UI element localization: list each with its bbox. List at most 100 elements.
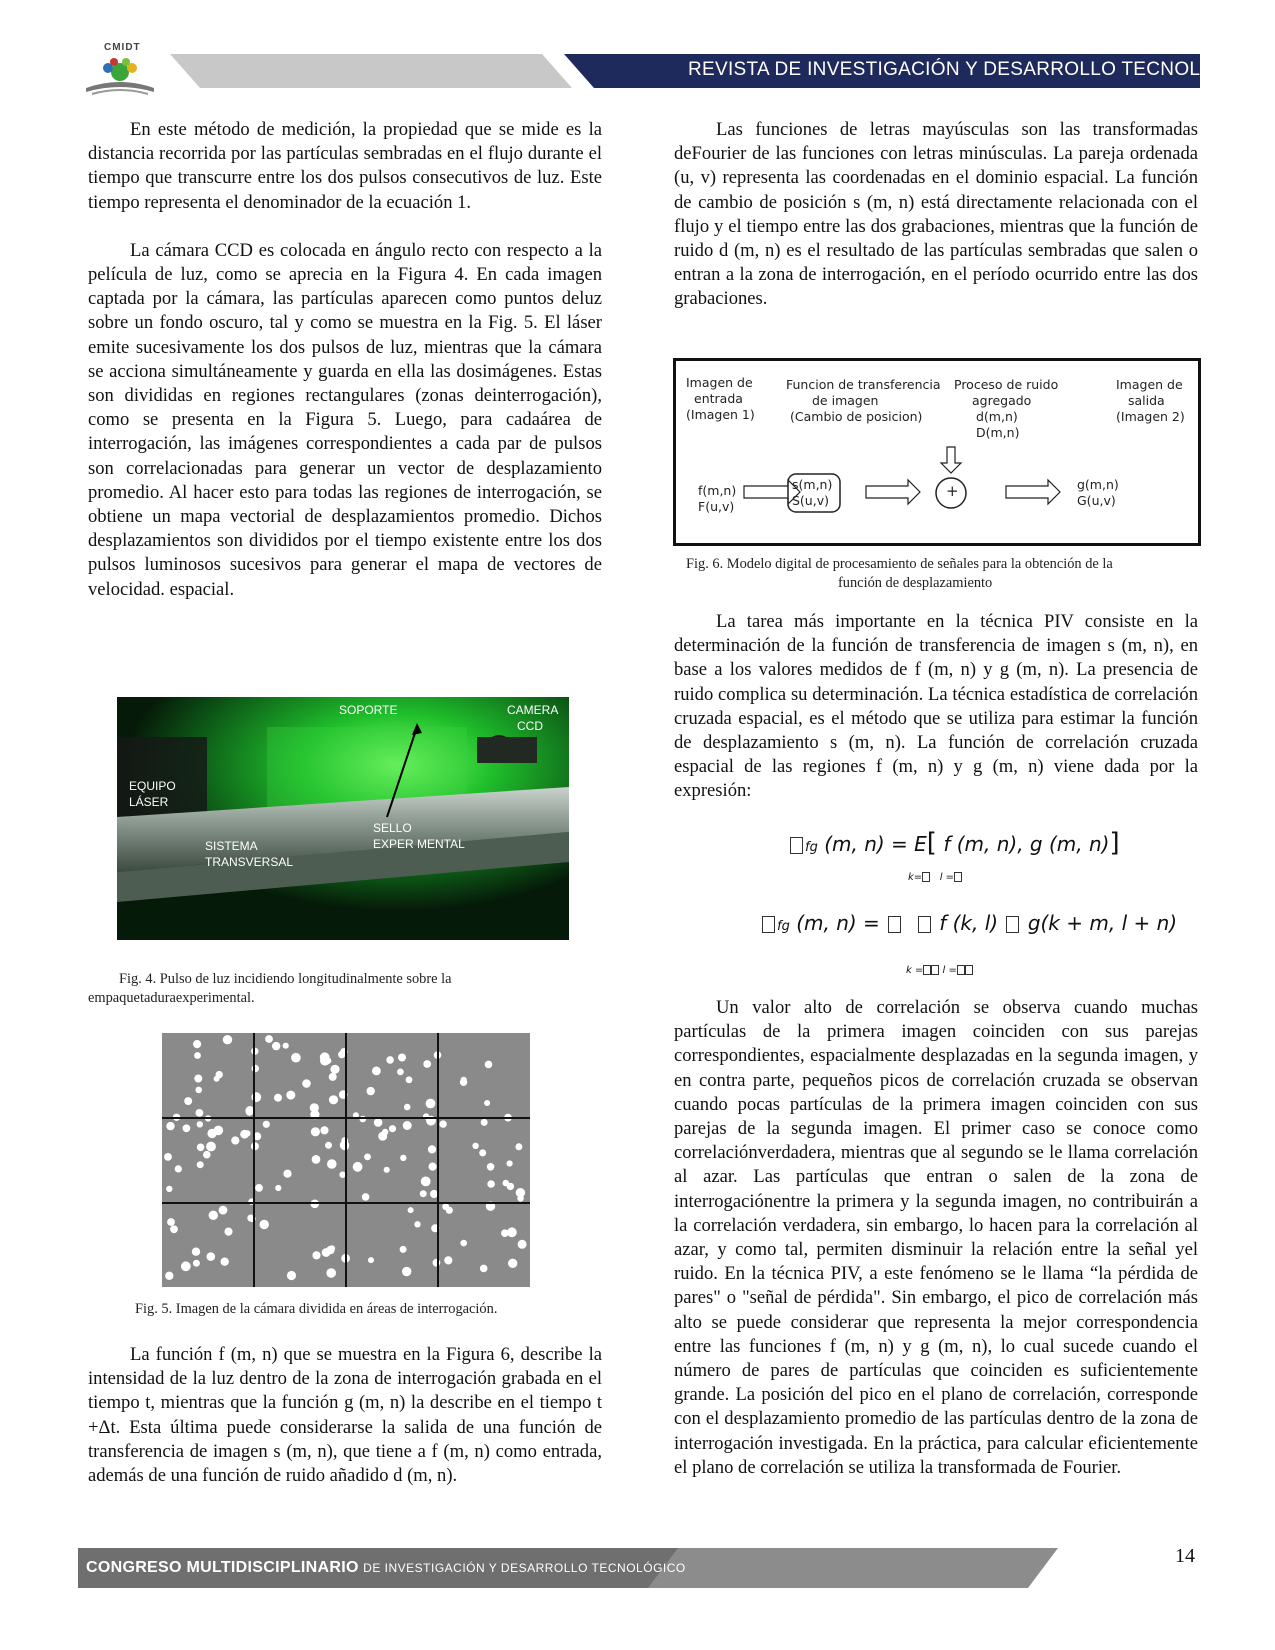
noise-title-4: D(m,n) <box>976 425 1020 440</box>
particle-dot <box>507 1227 517 1238</box>
multiply-glyph <box>1006 916 1020 933</box>
figure-6-caption-line1: Fig. 6. Modelo digital de procesamiento … <box>686 556 1113 572</box>
particle-dot <box>247 1214 255 1222</box>
f-label-1: f(m,n) <box>698 483 737 498</box>
summing-junction <box>935 477 967 509</box>
particle-dot <box>283 1169 292 1178</box>
particle-dot <box>224 1227 233 1236</box>
noise-title-2: agregado <box>972 393 1032 408</box>
equation-2-limits: k = l = <box>906 965 973 976</box>
particle-dot <box>310 1127 320 1137</box>
particle-dot <box>215 1070 223 1079</box>
particle-dot <box>196 1143 205 1152</box>
label-transversal: TRANSVERSAL <box>205 855 294 869</box>
particle-dot <box>251 1064 259 1073</box>
s-label-1: s(m,n) <box>792 477 833 492</box>
particle-dot <box>515 1188 526 1198</box>
particle-dot <box>487 1180 495 1188</box>
output-title-2: salida <box>1128 393 1165 408</box>
particle-dot <box>262 1120 270 1128</box>
particle-dot <box>255 1184 263 1192</box>
particle-dot <box>259 1219 269 1230</box>
particle-dot <box>373 1118 383 1127</box>
particle-dot <box>372 1066 381 1076</box>
left-column: En este método de medición, la propiedad… <box>88 118 602 602</box>
transfer-title-2: de imagen <box>812 393 879 408</box>
particle-dot <box>419 1190 427 1198</box>
plus-sign: + <box>946 482 959 500</box>
particle-dot <box>164 1153 172 1161</box>
particle-dot <box>405 1076 413 1084</box>
particle-dot <box>320 1126 329 1135</box>
output-title-1: Imagen de <box>1116 377 1183 392</box>
output-title-3: (Imagen 2) <box>1116 409 1185 424</box>
right-paragraph-2: La tarea más importante en la técnica PI… <box>674 611 1198 802</box>
label-laser: LÁSER <box>129 795 169 809</box>
sum-glyph-2 <box>917 916 931 933</box>
particle-dot <box>414 1221 421 1228</box>
figure-5-caption: Fig. 5. Imagen de la cámara dividida en … <box>135 1301 498 1317</box>
figure-4-caption-line2: empaquetaduraexperimental. <box>88 990 255 1006</box>
g-label-2: G(u,v) <box>1077 493 1116 508</box>
particle-dot <box>388 1125 397 1133</box>
particle-dot <box>165 1271 174 1280</box>
label-soporte: SOPORTE <box>339 703 398 717</box>
particle-dot <box>480 1118 488 1126</box>
noise-title-3: d(m,n) <box>976 409 1018 424</box>
figure-5-interrogation-grid <box>162 1033 530 1287</box>
particle-dot <box>460 1239 468 1247</box>
f-label-2: F(u,v) <box>698 499 735 514</box>
particle-dot <box>399 1245 407 1253</box>
particle-dot <box>253 1132 262 1141</box>
particle-dot <box>400 1154 407 1162</box>
particle-dot <box>502 1179 510 1187</box>
particle-dot <box>364 1153 371 1161</box>
particle-dot <box>206 1141 216 1152</box>
logo-text: CMIDT <box>104 42 141 53</box>
s-label-2: S(u,v) <box>792 493 829 508</box>
particle-dot <box>196 1161 204 1169</box>
particle-dot <box>192 1259 200 1267</box>
particle-dot <box>275 1184 282 1192</box>
journal-title: REVISTA DE INVESTIGACIÓN Y DESARROLLO TE… <box>688 59 1266 80</box>
rho-glyph-1 <box>790 837 803 854</box>
particle-dot <box>432 1258 441 1267</box>
label-camera: CAMERA <box>507 703 559 717</box>
particle-dot <box>407 1207 414 1214</box>
particle-dot <box>479 1149 487 1157</box>
right-column-middle: La tarea más importante en la técnica PI… <box>674 610 1198 804</box>
arrow-down-noise <box>939 446 963 474</box>
particle-dot <box>166 1185 173 1193</box>
left-column-bottom: La función f (m, n) que se muestra en la… <box>88 1343 602 1488</box>
particle-dot <box>274 1093 282 1102</box>
footer-text: CONGRESO MULTIDISCIPLINARIO DE INVESTIGA… <box>86 1559 686 1577</box>
particle-dot <box>170 1225 178 1234</box>
particle-dot <box>501 1229 509 1237</box>
particle-dot <box>194 1074 203 1083</box>
particle-dot <box>430 1189 439 1199</box>
particle-dot <box>251 1092 262 1103</box>
particle-dot <box>180 1261 191 1272</box>
label-equipo: EQUIPO <box>129 779 176 793</box>
particle-dot <box>402 1266 412 1277</box>
particle-dot <box>310 1110 320 1120</box>
rho-glyph-2 <box>762 916 775 933</box>
particle-dot <box>361 1193 370 1201</box>
left-paragraph-2: La cámara CCD es colocada en ángulo rect… <box>88 239 602 600</box>
cmidt-logo <box>86 58 154 95</box>
particle-dot <box>286 1270 297 1281</box>
particle-dot <box>508 1258 518 1268</box>
particle-dot <box>193 1040 202 1049</box>
particle-dot <box>472 1142 479 1149</box>
particle-dot <box>231 1136 240 1145</box>
particle-dot <box>330 1064 340 1074</box>
particle-dot <box>326 1268 336 1278</box>
figure-4-caption-line1: Fig. 4. Pulso de luz incidiendo longitud… <box>119 971 452 987</box>
particle-dot <box>423 1060 432 1068</box>
particle-dot <box>383 1166 390 1173</box>
particle-dot <box>282 1042 289 1049</box>
footer-congress: CONGRESO MULTIDISCIPLINARIO <box>86 1559 359 1576</box>
input-title-1: Imagen de <box>686 375 753 390</box>
particle-dot <box>319 1052 330 1063</box>
particle-dot <box>517 1195 524 1202</box>
